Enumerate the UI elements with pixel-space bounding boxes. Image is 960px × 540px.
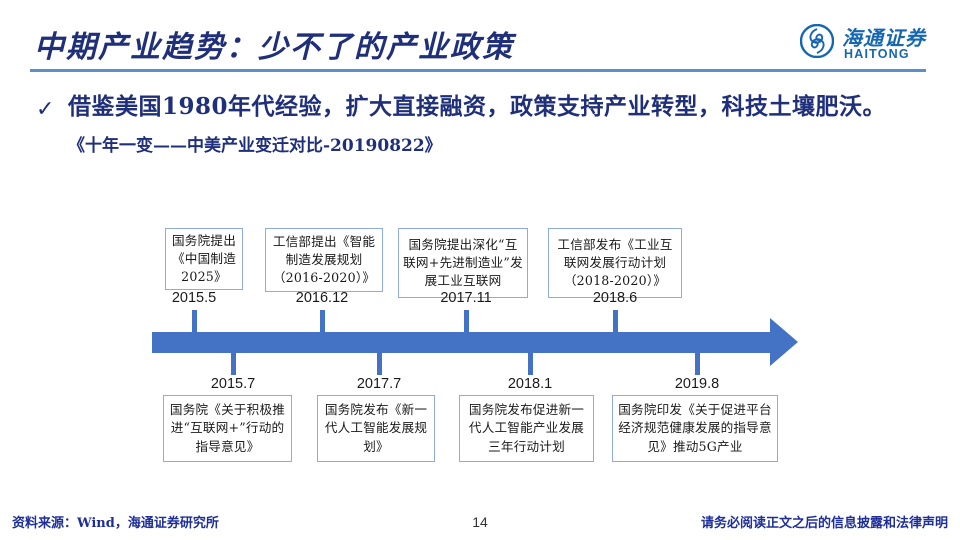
timeline-date-lower-2: 2017.7	[356, 376, 402, 392]
timeline-event-box-upper-3[interactable]: 国务院提出深化“互联网+先进制造业”发展工业互联网	[398, 228, 528, 298]
timeline-event-box-upper-1[interactable]: 国务院提出《中国制造2025》	[165, 228, 243, 290]
bullet-main-text: 借鉴美国1980年代经验，扩大直接融资，政策支持产业转型，科技土壤肥沃。	[68, 93, 887, 120]
timeline-event-text: 工信部提出《智能制造发展规划（2016-2020）》	[272, 233, 376, 286]
timeline-event-box-lower-4[interactable]: 国务院印发《关于促进平台经济规范健康发展的指导意见》推动5G产业	[612, 395, 778, 462]
brand-logo: 海通证券 HAITONG	[800, 22, 940, 66]
timeline-event-text: 国务院发布《新一代人工智能发展规划》	[324, 402, 428, 454]
logo-name-cn: 海通证券	[842, 26, 926, 50]
page-number: 14	[472, 514, 488, 530]
title-divider	[30, 69, 926, 72]
bullet-citation: 《十年一变——中美产业变迁对比-20190822》	[68, 136, 442, 157]
haitong-emblem-icon	[800, 24, 834, 58]
timeline-event-text: 国务院提出《中国制造2025》	[172, 232, 236, 285]
timeline-date-lower-1: 2015.7	[210, 376, 256, 392]
timeline-event-box-lower-3[interactable]: 国务院发布促进新一代人工智能产业发展三年行动计划	[459, 395, 594, 462]
footer-source: 资料来源：Wind，海通证券研究所	[12, 516, 219, 531]
timeline-tick-upper-1	[192, 310, 197, 334]
timeline-tick-lower-3	[528, 351, 533, 375]
timeline-event-box-lower-1[interactable]: 国务院《关于积极推进“互联网+”行动的指导意见》	[163, 395, 292, 462]
footer-disclaimer: 请务必阅读正文之后的信息披露和法律声明	[700, 516, 948, 531]
timeline-event-text: 国务院提出深化“互联网+先进制造业”发展工业互联网	[403, 236, 523, 289]
timeline-event-text: 国务院《关于积极推进“互联网+”行动的指导意见》	[169, 402, 286, 454]
timeline-tick-lower-2	[377, 351, 382, 375]
timeline-date-lower-3: 2018.1	[507, 376, 553, 392]
timeline-date-upper-3: 2017.11	[440, 290, 492, 306]
timeline-event-text: 国务院印发《关于促进平台经济规范健康发展的指导意见》推动5G产业	[618, 402, 772, 454]
timeline-date-upper-2: 2016.12	[295, 290, 349, 306]
timeline-date-upper-1: 2015.5	[171, 290, 217, 306]
logo-name-en: HAITONG	[844, 47, 910, 61]
timeline-event-box-lower-2[interactable]: 国务院发布《新一代人工智能发展规划》	[317, 395, 435, 462]
timeline-event-box-upper-2[interactable]: 工信部提出《智能制造发展规划（2016-2020）》	[265, 228, 383, 292]
page-title: 中期产业趋势：少不了的产业政策	[34, 30, 514, 65]
timeline-tick-lower-1	[231, 351, 236, 375]
policy-timeline: 国务院提出《中国制造2025》 工信部提出《智能制造发展规划（2016-2020…	[0, 210, 960, 480]
bullet-paragraph: 借鉴美国1980年代经验，扩大直接融资，政策支持产业转型，科技土壤肥沃。 《十年…	[68, 88, 928, 163]
timeline-date-lower-4: 2019.8	[674, 376, 720, 392]
timeline-tick-upper-3	[464, 310, 469, 334]
timeline-event-text: 国务院发布促进新一代人工智能产业发展三年行动计划	[468, 402, 585, 454]
timeline-arrowhead-icon	[770, 318, 798, 366]
timeline-event-box-upper-4[interactable]: 工信部发布《工业互联网发展行动计划（2018-2020）》	[548, 228, 682, 298]
timeline-axis-bar	[152, 332, 777, 353]
timeline-tick-lower-4	[695, 351, 700, 375]
timeline-tick-upper-2	[320, 310, 325, 334]
timeline-date-upper-4: 2018.6	[592, 290, 638, 306]
timeline-event-text: 工信部发布《工业互联网发展行动计划（2018-2020）》	[557, 236, 673, 289]
timeline-tick-upper-4	[613, 310, 618, 334]
check-icon: ✓	[36, 96, 55, 121]
